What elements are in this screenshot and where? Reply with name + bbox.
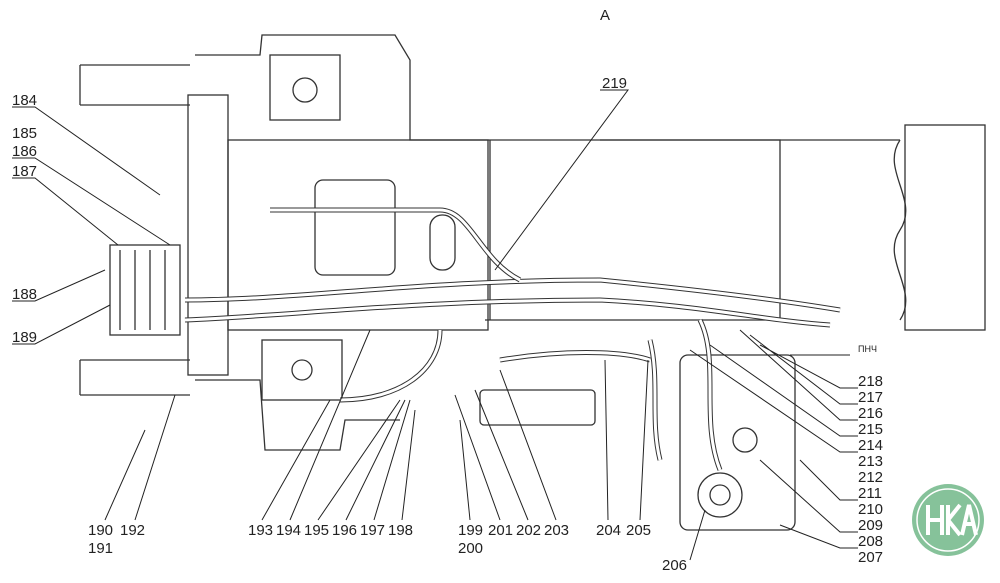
callout-186: 186 [12,143,37,160]
connector-note: ПНЧ [858,344,877,354]
callout-216: 216 [858,405,883,422]
callout-199: 199 [458,522,483,539]
callout-198: 198 [388,522,413,539]
callout-194: 194 [276,522,301,539]
hydraulic-hoses [184,207,850,471]
callout-189: 189 [12,329,37,346]
callout-206: 206 [662,557,687,574]
callout-184: 184 [12,92,37,109]
callout-218: 218 [858,373,883,390]
callout-215: 215 [858,421,883,438]
callout-210: 210 [858,501,883,518]
callout-201: 201 [488,522,513,539]
callout-193: 193 [248,522,273,539]
view-label: А [600,7,610,24]
callout-217: 217 [858,389,883,406]
callout-211: 211 [858,485,882,502]
watermark-lettering [926,503,978,537]
callout-197: 197 [360,522,385,539]
callout-188: 188 [12,286,37,303]
callout-208: 208 [858,533,883,550]
callout-196: 196 [332,522,357,539]
callout-185: 185 [12,125,37,142]
callout-214: 214 [858,437,883,454]
callout-213: 213 [858,453,883,470]
callout-200: 200 [458,540,483,557]
leader-lines [12,89,858,561]
callout-204: 204 [596,522,621,539]
callout-192: 192 [120,522,145,539]
callout-191: 191 [88,540,113,557]
callout-219: 219 [602,75,627,92]
callout-207: 207 [858,549,883,566]
callout-209: 209 [858,517,883,534]
callout-190: 190 [88,522,113,539]
callout-195: 195 [304,522,329,539]
callout-187: 187 [12,163,37,180]
callout-212: 212 [858,469,883,486]
watermark-ring [916,488,980,552]
callout-205: 205 [626,522,651,539]
tractor-frame [79,34,986,531]
callout-203: 203 [544,522,569,539]
callout-202: 202 [516,522,541,539]
watermark-logo [912,484,984,556]
